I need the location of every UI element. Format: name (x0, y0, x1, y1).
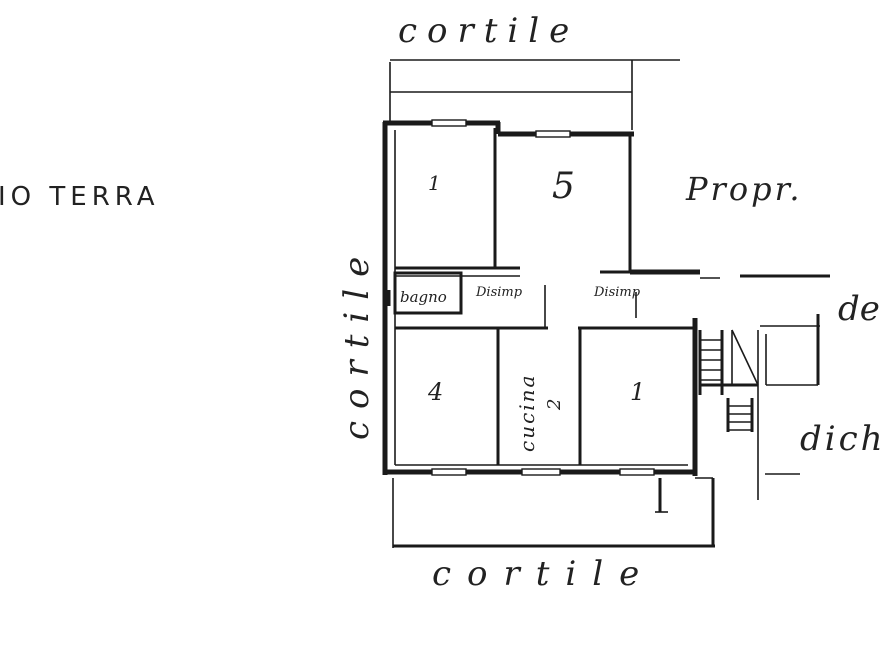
room-bottom-left-label: 4 (427, 378, 443, 406)
bottom-courtyard-band (392, 477, 715, 548)
cucina-label: cucina (515, 374, 539, 452)
floor-label: IO TERRA (0, 182, 160, 212)
room-top-left-label: 1 (428, 171, 441, 195)
right-neighbour-walls (700, 274, 830, 500)
room-top-right-label: 5 (552, 166, 575, 207)
staircase (698, 329, 759, 432)
propr-label: Propr. (685, 170, 803, 208)
top-courtyard-band (389, 59, 680, 130)
bagno-label: bagno (400, 288, 447, 306)
hall-right-label: Disimp (593, 285, 641, 300)
room-bottom-right-label: 1 (630, 378, 645, 406)
cortile-left-label: cortile (337, 245, 377, 440)
hall-left-label: Disimp (475, 285, 523, 300)
dich-label: dich (800, 419, 886, 459)
windows (431, 119, 655, 476)
de-label: de (838, 289, 880, 329)
cortile-top-label: cortile (398, 11, 579, 51)
interior-partitions (387, 128, 695, 465)
cucina-number-label: 2 (544, 399, 565, 411)
cortile-bottom-label: cortile (432, 554, 655, 594)
